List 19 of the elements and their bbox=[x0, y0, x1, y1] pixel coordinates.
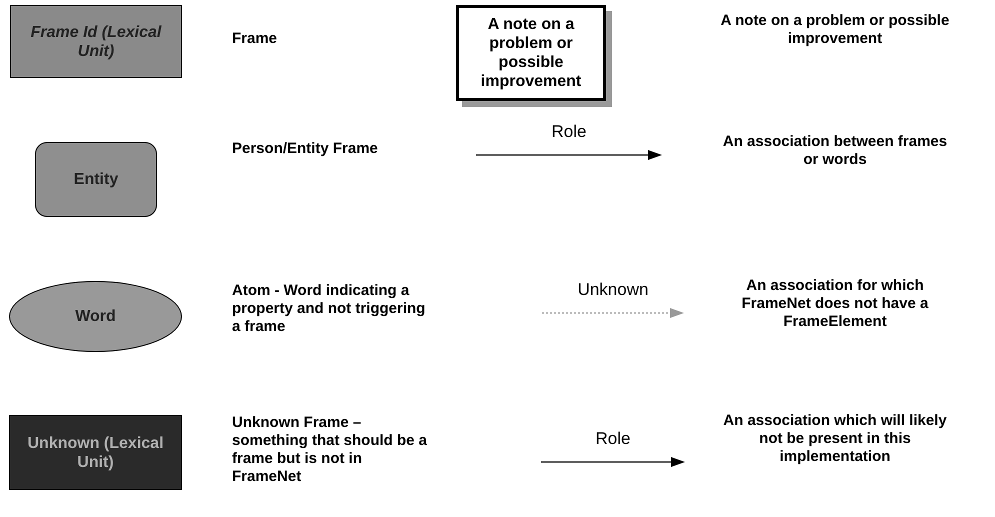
node-text: Unknown (Lexical Unit) bbox=[26, 434, 165, 472]
unknown-box bbox=[9, 415, 182, 490]
legend-text: An association for which FrameNet does not have a FrameElement bbox=[740, 277, 930, 331]
arrow-label: Role bbox=[552, 122, 586, 142]
node-text: Entity bbox=[74, 170, 118, 189]
node-text: A note on a problem or possible improvement bbox=[480, 15, 582, 91]
arrow-label: Unknown bbox=[578, 280, 648, 300]
frame-box bbox=[10, 5, 182, 78]
description-text: A note on a problem or possible improvement bbox=[720, 12, 950, 48]
legend-text: An association which will likely not be present in this implementation bbox=[722, 412, 948, 466]
node-text: Frame Id (Lexical Unit) bbox=[30, 22, 162, 60]
description-text: Frame bbox=[232, 30, 278, 48]
description-text: Person/Entity Frame bbox=[232, 140, 379, 158]
entity-box bbox=[35, 142, 157, 217]
legend-text: An association between frames or words bbox=[722, 133, 948, 169]
arrow-label: Role bbox=[596, 429, 630, 449]
node-text: Word bbox=[75, 307, 116, 326]
description-text: Atom - Word indicating a property and not triggering a frame bbox=[232, 282, 426, 336]
description-text: Unknown Frame – something that should be a frame but is not in FrameNet bbox=[232, 414, 428, 486]
